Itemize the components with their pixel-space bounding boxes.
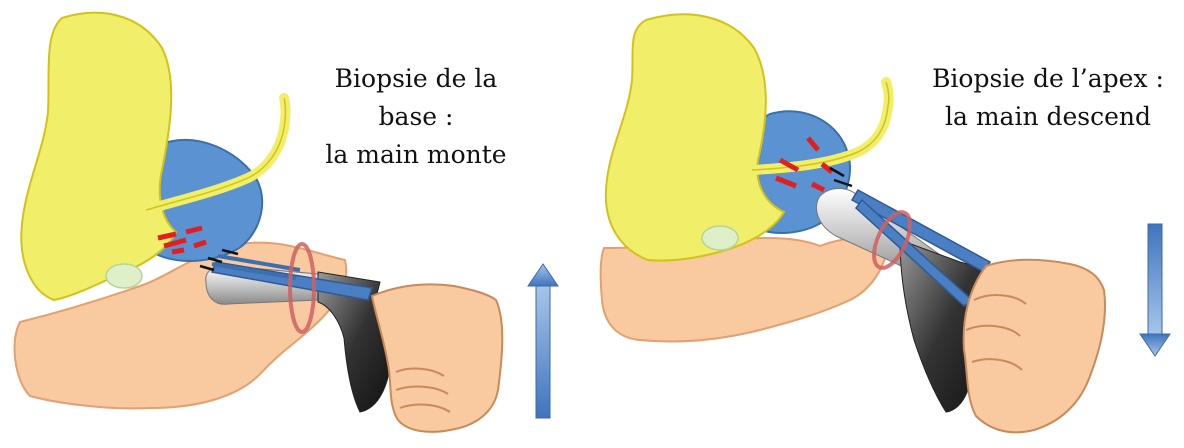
caption-line: la main monte (300, 136, 532, 174)
arrow-down-icon (1140, 224, 1170, 356)
caption-line: base : (300, 98, 532, 136)
needle-mark (172, 250, 184, 252)
seminal-vesicle (702, 226, 738, 250)
bladder (606, 14, 784, 260)
bladder (21, 13, 176, 300)
arrow-up-icon (528, 264, 558, 418)
caption-apex: Biopsie de l’apex : la main descend (922, 60, 1174, 136)
hand (372, 284, 502, 431)
caption-line: la main descend (922, 98, 1174, 136)
caption-line: Biopsie de l’apex : (922, 60, 1174, 98)
hand (964, 260, 1105, 433)
caption-base: Biopsie de la base : la main monte (300, 60, 532, 174)
seminal-vesicle (106, 264, 142, 288)
caption-line: Biopsie de la (300, 60, 532, 98)
